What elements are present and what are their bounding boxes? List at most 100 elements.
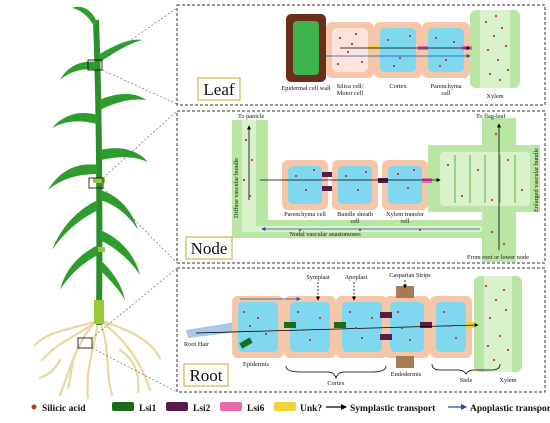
root-hair <box>186 322 238 338</box>
silicic-acid-dot <box>242 178 246 182</box>
legend-lsi6-icon <box>220 402 242 411</box>
silicic-acid-dot <box>496 58 500 62</box>
node-label-enlarged: Enlarged vascular bundle <box>533 148 540 212</box>
node-panel: Node To panicle To flag-leaf Diffuse vas… <box>176 110 546 264</box>
plant-stem <box>93 19 103 326</box>
silicic-acid-dot <box>248 194 252 198</box>
node-silicic-dots <box>242 132 524 246</box>
legend-lsi2-label: Lsi2 <box>193 404 211 414</box>
silicic-acid-dot <box>296 310 300 314</box>
legend-silicic-acid-icon <box>31 404 37 410</box>
silicic-acid-dot <box>386 38 390 42</box>
cortex-brace <box>285 365 387 380</box>
silicic-acid-dot <box>264 332 268 336</box>
silicic-acid-dot <box>500 26 504 30</box>
silicic-acid-dot <box>408 34 412 38</box>
silicic-acid-dot <box>396 172 400 176</box>
silicic-acid-dot <box>294 174 298 178</box>
silicic-acid-dot <box>460 194 464 198</box>
silicic-acid-dot <box>498 78 502 82</box>
silicic-acid-dot <box>502 242 506 246</box>
root-zoom-marker <box>77 337 93 349</box>
silicic-acid-dot <box>400 326 404 330</box>
root-label-root-hair: Root Hair <box>184 341 210 348</box>
leaf-cortex-cell <box>380 28 416 72</box>
node-lsi6-transporter <box>422 178 432 183</box>
silicic-acid-dot <box>350 42 354 46</box>
silicic-acid-dot <box>498 334 502 338</box>
node-label-parenchyma: Parenchyma cell <box>284 211 326 218</box>
legend-apoplastic-label: Apoplastic transport <box>470 404 550 414</box>
silicic-acid-dot <box>476 168 480 172</box>
root-cortex-cell-2 <box>342 302 382 352</box>
leaf-zoom-marker <box>87 59 103 71</box>
silicic-acid-dot <box>412 168 416 172</box>
silicic-acid-dot <box>502 288 506 292</box>
leaf-xylem-inner <box>480 10 510 88</box>
silicic-acid-dot <box>488 316 492 320</box>
silicic-acid-dot <box>360 60 364 64</box>
root-label-apoplast: Apoplast <box>345 274 368 281</box>
leaf-panel: Leaf Epidermal cell wall Silica cell/ Mo… <box>176 4 546 106</box>
root-lsi1-transporter-1 <box>239 337 253 349</box>
node-lsi2-transporter-2 <box>322 186 332 191</box>
silicic-acid-dot <box>448 324 452 328</box>
silicic-acid-dot <box>360 336 364 340</box>
legend-symplastic-label: Symplastic transport <box>350 404 436 414</box>
root-silicic-dots <box>242 284 510 362</box>
silicic-acid-dot <box>506 68 510 72</box>
silicic-acid-dot <box>256 316 260 320</box>
silicic-acid-dot <box>344 174 348 178</box>
stem-base <box>94 300 104 324</box>
node-label-diffuse: Diffuse vascular bundle <box>233 158 240 218</box>
node-lsi2-transporter-1 <box>322 172 332 177</box>
silicic-acid-dot <box>370 316 374 320</box>
silicic-acid-dot <box>454 336 458 340</box>
silicic-acid-dot <box>484 20 488 24</box>
root-label-casparian: Casparian Strips <box>389 272 431 279</box>
silicic-acid-dot <box>494 132 498 136</box>
silicic-acid-dot <box>392 64 396 68</box>
silicic-acid-dot <box>312 168 316 172</box>
leaf-title: Leaf <box>203 80 234 99</box>
root-stele-cell <box>436 302 466 352</box>
node-xylem-transfer-cell <box>388 166 422 204</box>
leaf-parenchyma-cell <box>428 28 464 72</box>
node-title-box <box>185 236 233 260</box>
epidermal-cell <box>293 21 319 75</box>
casparian-strip-bottom <box>396 356 414 368</box>
silicic-acid-dot <box>446 163 450 167</box>
silicic-acid-dot <box>490 198 494 202</box>
root-xylem-inner <box>484 276 512 372</box>
silicic-acid-dot <box>318 316 322 320</box>
silicic-acid-dot <box>492 358 496 362</box>
silicic-acid-dot <box>488 72 492 76</box>
silicic-acid-dot <box>408 338 412 342</box>
silicic-acid-dot <box>354 32 358 36</box>
leaf-label-epidermal: Epidermal cell wall <box>281 85 331 92</box>
silicic-acid-dot <box>452 40 456 44</box>
legend-lsi6-label: Lsi6 <box>247 404 265 414</box>
silicic-acid-dot <box>484 284 488 288</box>
root-title: Root <box>189 366 222 385</box>
silicic-acid-dot <box>494 298 498 302</box>
leaf-label-silica-2: Motor cell <box>337 90 364 97</box>
root-label-endodermis: Endodermis <box>391 371 422 378</box>
silicic-acid-dot <box>492 34 496 38</box>
silicic-acid-dot <box>302 328 306 332</box>
root-panel: Root Symplast Apoplast Casparian Strips … <box>176 267 546 393</box>
silicic-acid-dot <box>398 56 402 60</box>
silicic-acid-dot <box>250 158 254 162</box>
root-lsi2-transporter-2 <box>380 334 392 340</box>
node-label-to-flag-leaf: To flag-leaf <box>476 113 506 120</box>
stem-node-marker-2 <box>93 247 105 252</box>
silicic-acid-dot <box>490 230 494 234</box>
leaf-label-xylem: Xylem <box>486 93 503 100</box>
node-title: Node <box>191 239 228 258</box>
plant-roots <box>33 320 162 400</box>
silicic-acid-dot <box>434 36 438 40</box>
silicic-acid-dot <box>442 310 446 314</box>
silicic-acid-dot <box>438 64 442 68</box>
node-label-xylem-transfer-1: Xylem transfer <box>386 211 425 218</box>
node-label-to-panicle: To panicle <box>238 113 265 120</box>
